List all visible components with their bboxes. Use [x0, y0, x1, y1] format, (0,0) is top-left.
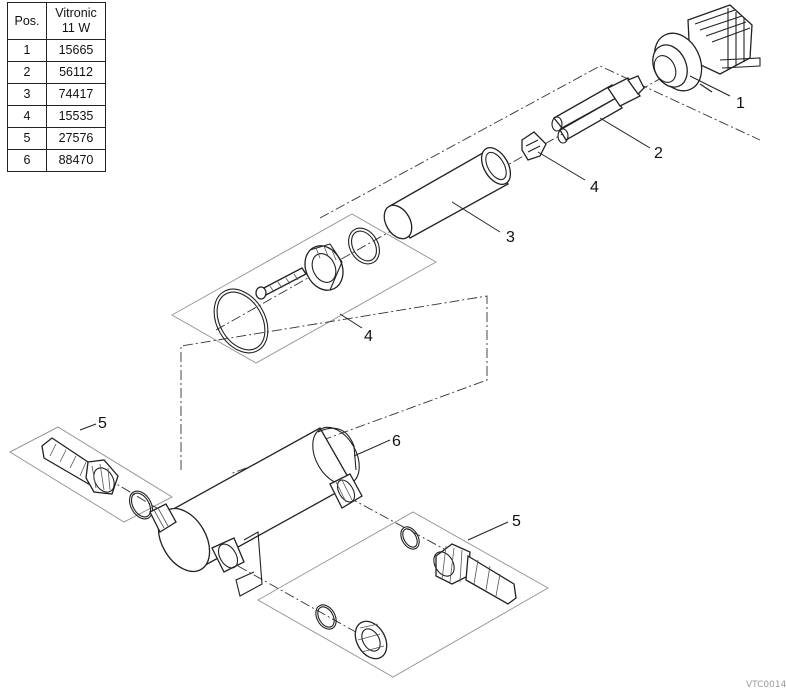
leader-line-1 [689, 75, 731, 97]
leader-line-5-left [79, 423, 97, 431]
hose-tail-right-part [315, 526, 517, 660]
callout-1: 1 [736, 95, 745, 112]
callout-4-clip: 4 [590, 179, 599, 196]
leader-line-4-clip [537, 151, 586, 181]
leader-line-3 [451, 201, 501, 233]
part-number-cell: 27576 [46, 127, 106, 150]
lamp-clip-part [521, 131, 547, 161]
callout-3: 3 [506, 229, 515, 246]
upper-axis-line [319, 65, 761, 219]
quartz-tube-part [383, 147, 512, 240]
part-number-cell: 74417 [46, 83, 106, 106]
hose-tail-left-part [41, 437, 154, 520]
housing-part [149, 426, 363, 597]
seal-kit-parts [213, 227, 380, 354]
leader-line-5-right [467, 521, 509, 541]
callout-5-right: 5 [512, 513, 521, 530]
drawing-code: VTC0014 [746, 680, 786, 690]
hose-tail-left-group-box [8, 426, 174, 523]
uvc-lamp-part [551, 75, 645, 144]
part-number-cell: 15665 [46, 39, 106, 62]
col-model-line1: Vitronic [55, 6, 97, 20]
callout-2: 2 [654, 145, 663, 162]
part-number-cell: 88470 [46, 149, 106, 172]
lower-axis-line [237, 565, 371, 641]
parts-table-header: Pos. Vitronic 11 W [7, 2, 106, 40]
col-pos-header: Pos. [7, 2, 47, 40]
callout-6: 6 [392, 433, 401, 450]
col-model-header: Vitronic 11 W [46, 2, 106, 40]
housing-axis-line [180, 295, 488, 475]
unit-head-part [652, 4, 761, 93]
callout-5-left: 5 [98, 415, 107, 432]
leader-line-4-kit [339, 313, 363, 329]
leader-line-6 [353, 439, 391, 457]
hose-tail-right-group-box [256, 511, 550, 678]
leader-line-2 [599, 117, 651, 149]
callout-4-kit: 4 [364, 328, 373, 345]
col-model-line2: 11 W [61, 21, 91, 35]
seal-kit-group-box [170, 213, 438, 364]
